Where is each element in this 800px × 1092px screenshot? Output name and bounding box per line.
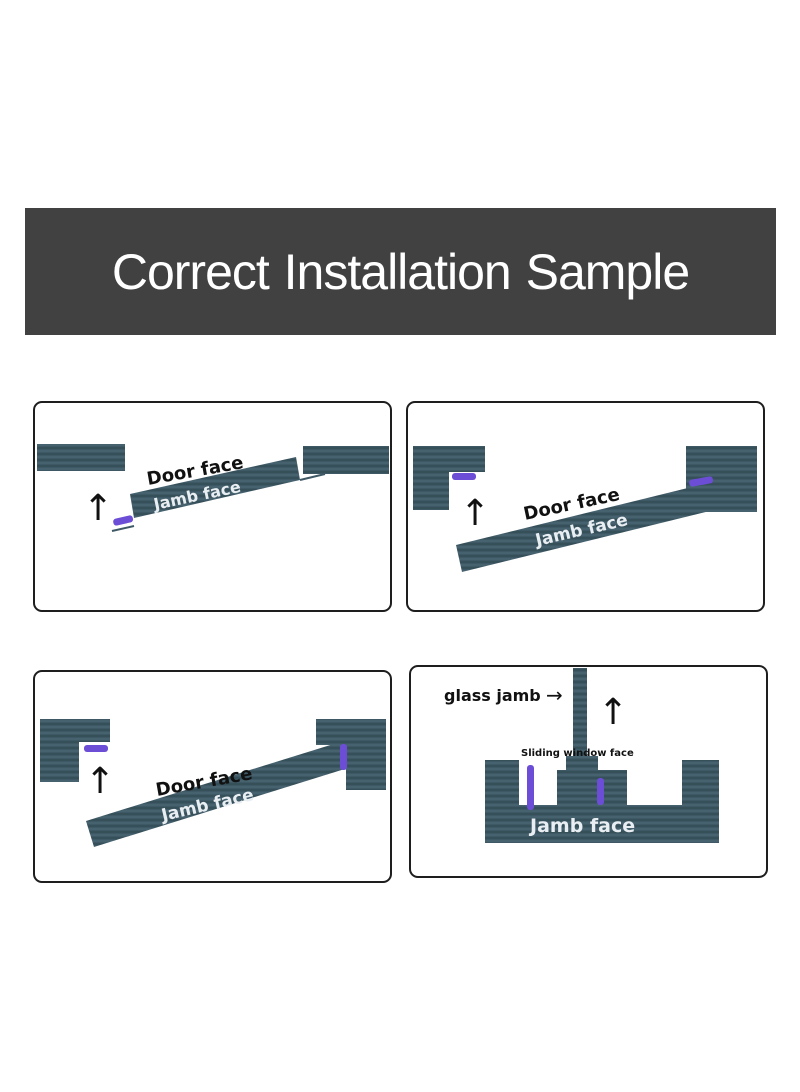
edge-line — [299, 473, 326, 481]
seal-strip — [527, 765, 534, 810]
edge-line — [111, 525, 135, 532]
diagram-3: ↑ Door face Jamb face — [40, 719, 386, 847]
jamb-block-left — [413, 446, 485, 510]
up-arrow-icon: ↑ — [460, 493, 490, 534]
jamb-block-right — [303, 446, 389, 474]
seal-strip — [340, 744, 347, 770]
glass-jamb — [573, 668, 587, 756]
diagram-4: ↑ glass jamb → Sliding window face Jamb … — [444, 668, 719, 843]
jamb-block-left — [37, 444, 125, 471]
seal-strip — [452, 473, 476, 480]
jamb-block-left — [40, 719, 110, 782]
title-banner: Correct Installation Sample — [25, 208, 776, 335]
door-panel — [130, 457, 300, 518]
diagram-1: ↑ Door face Jamb face — [37, 444, 389, 532]
seal-strip — [597, 778, 604, 805]
sliding-window-face-label: Sliding window face — [521, 748, 634, 759]
right-arrow-icon: → — [546, 683, 563, 707]
seal-strip — [113, 515, 134, 526]
installation-panel-1 — [33, 401, 392, 612]
glass-jamb-label: glass jamb — [444, 686, 541, 705]
diagram-2: ↑ Door face Jamb face — [413, 446, 757, 572]
door-panel — [86, 742, 348, 847]
page-title: Correct Installation Sample — [111, 243, 690, 300]
up-arrow-icon: ↑ — [598, 692, 628, 733]
jamb-face-label: Jamb face — [528, 815, 635, 837]
door-panel — [456, 481, 722, 572]
up-arrow-icon: ↑ — [83, 488, 113, 529]
seal-strip — [84, 745, 108, 752]
jamb-block-right — [316, 719, 386, 790]
seal-strip — [689, 476, 714, 487]
up-arrow-icon: ↑ — [85, 761, 115, 802]
installation-panel-3 — [33, 670, 392, 883]
